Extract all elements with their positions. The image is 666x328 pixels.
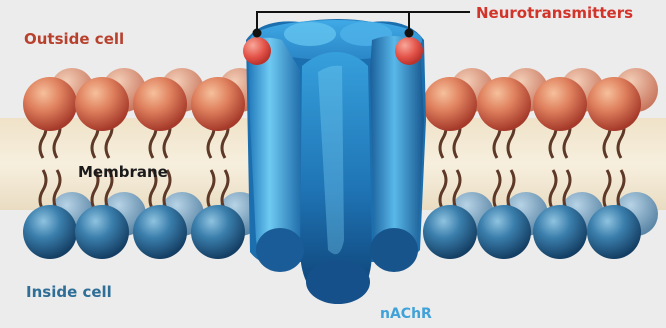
- lipid-head: [23, 77, 77, 131]
- membrane-label: Membrane: [78, 163, 168, 181]
- lipid-head: [587, 77, 641, 131]
- neurotransmitter-left: [243, 37, 271, 65]
- lipid-head: [477, 205, 531, 259]
- outside-cell-label: Outside cell: [24, 30, 124, 48]
- lipid-head: [191, 205, 245, 259]
- lipid-head: [533, 77, 587, 131]
- lipid-head: [191, 77, 245, 131]
- inside-cell-label: Inside cell: [26, 283, 112, 301]
- lipid-head: [75, 77, 129, 131]
- lipid-head: [75, 205, 129, 259]
- neurotransmitter-right: [395, 37, 423, 65]
- lipid-head: [587, 205, 641, 259]
- lipid-head: [477, 77, 531, 131]
- lipid-head: [533, 205, 587, 259]
- nachr-label: nAChR: [380, 306, 432, 322]
- lipid-head: [423, 77, 477, 131]
- lipid-head: [423, 205, 477, 259]
- lipid-head: [23, 205, 77, 259]
- nachr-receptor: [246, 19, 426, 304]
- lipid-head: [133, 77, 187, 131]
- neurotransmitters-label: Neurotransmitters: [476, 4, 633, 22]
- lipid-head: [133, 205, 187, 259]
